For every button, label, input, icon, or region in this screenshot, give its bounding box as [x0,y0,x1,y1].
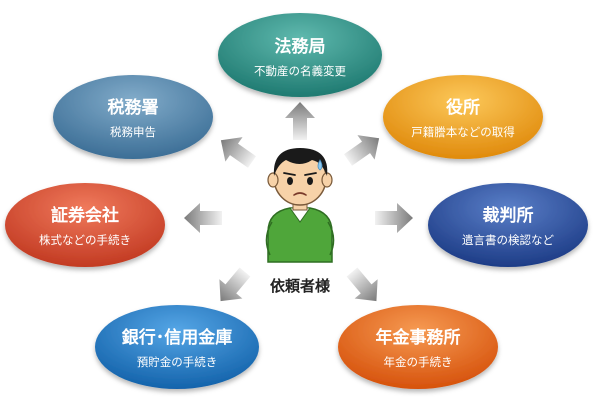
node-title: 法務局 [275,36,326,57]
arrow-icon [184,203,222,233]
person-icon [265,148,335,263]
node-title: 税務署 [108,97,159,118]
arrow-icon [343,135,380,166]
node-title: 証券会社 [51,205,119,226]
node-yakusho [383,75,543,159]
arrow-icon [219,267,251,302]
node-subtitle: 預貯金の手続き [137,355,218,369]
arrow-icon [346,267,378,302]
center-label: 依頼者様 [270,277,331,295]
node-subtitle: 不動産の名義変更 [254,64,346,78]
node-shoken [5,183,165,267]
node-subtitle: 遺言書の検認など [462,233,554,247]
arrow-icon [285,102,315,140]
node-subtitle: 戸籍謄本などの取得 [411,125,515,139]
node-title: 役所 [446,97,480,118]
node-subtitle: 税務申告 [110,125,156,139]
node-zeimusho [53,75,213,159]
node-ginko [95,305,259,389]
node-subtitle: 年金の手続き [384,355,453,369]
node-title: 銀行･信用金庫 [122,327,233,348]
node-title: 年金事務所 [376,327,461,348]
node-subtitle: 株式などの手続き [39,233,131,247]
arrow-icon [220,137,257,168]
node-saibansho [428,183,588,267]
node-houmukyoku [218,13,382,97]
arrow-icon [375,203,413,233]
node-nenkin [338,305,498,389]
node-title: 裁判所 [483,205,534,226]
